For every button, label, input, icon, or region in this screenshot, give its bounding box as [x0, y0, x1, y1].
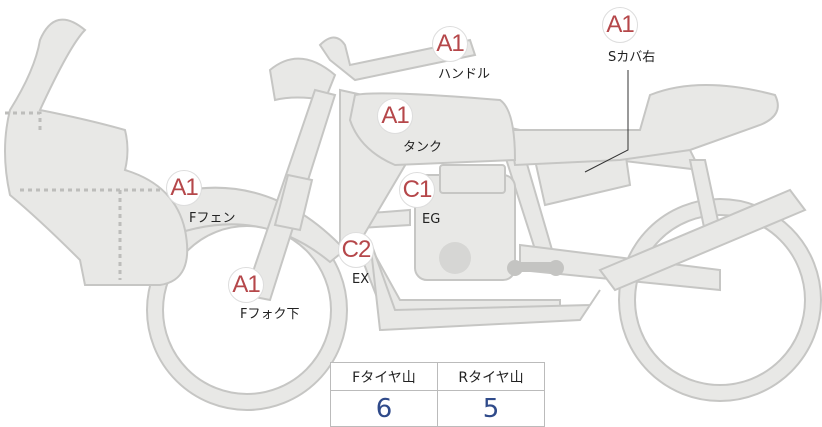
part-label: ハンドル — [438, 67, 491, 82]
front-tire-header: Fタイヤ山 — [330, 362, 438, 391]
leader-line — [584, 70, 629, 173]
seat — [508, 84, 779, 167]
part-label: Fフォク下 — [240, 307, 300, 322]
rear-tire-value: 5 — [437, 390, 545, 427]
front-tire-value: 6 — [330, 390, 438, 427]
tire-tread-table: Fタイヤ山 Rタイヤ山 6 5 — [330, 362, 545, 427]
part-label: Sカバ右 — [608, 50, 656, 65]
damage-marker[interactable]: A1 — [602, 7, 638, 43]
damage-marker[interactable]: A1 — [166, 170, 202, 206]
part-label: EX — [352, 272, 370, 287]
part-label: Fフェン — [189, 211, 236, 226]
damage-marker[interactable]: C1 — [399, 172, 435, 208]
damage-marker[interactable]: A1 — [228, 267, 264, 303]
damage-marker[interactable]: A1 — [432, 26, 468, 62]
part-label: タンク — [403, 140, 443, 155]
fairing — [4, 18, 189, 286]
damage-marker[interactable]: A1 — [377, 98, 413, 134]
part-label: EG — [422, 212, 441, 227]
damage-marker[interactable]: C2 — [338, 232, 374, 268]
rear-tire-header: Rタイヤ山 — [437, 362, 545, 391]
